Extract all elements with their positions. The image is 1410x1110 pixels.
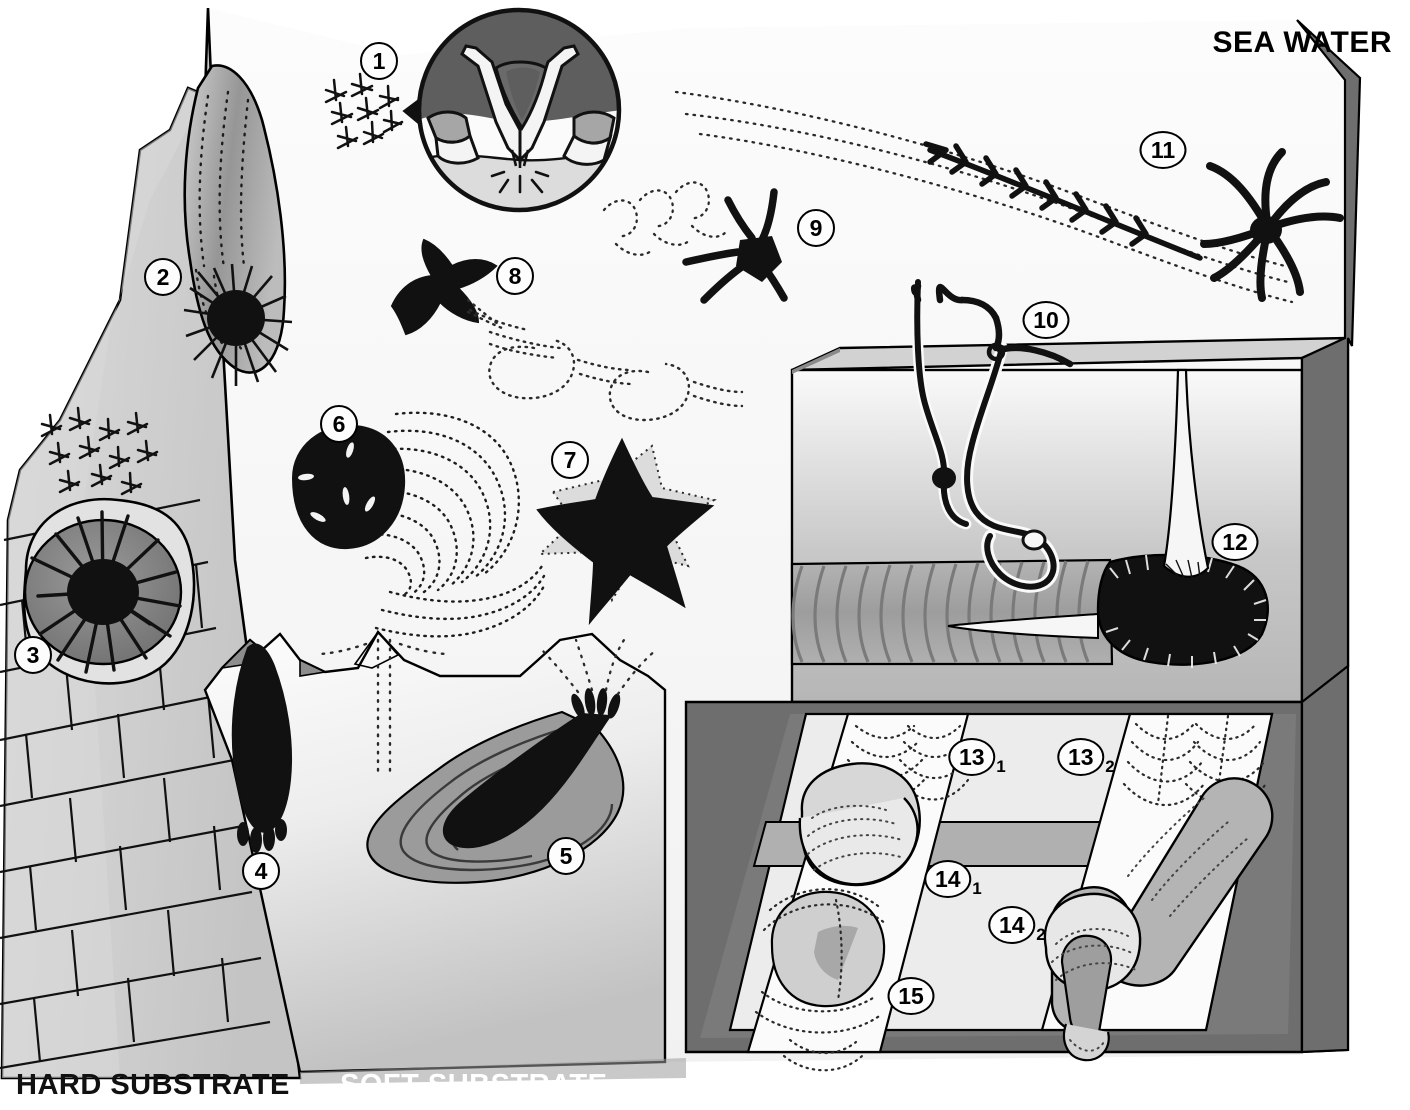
marker-7[interactable]: 7 bbox=[551, 441, 589, 479]
marker-number-8: 8 bbox=[496, 257, 534, 295]
trace-9-brittle-star bbox=[602, 181, 788, 304]
marker-number-12: 12 bbox=[1211, 523, 1259, 561]
marker-number-10: 10 bbox=[1022, 301, 1070, 339]
marker-5[interactable]: 5 bbox=[547, 837, 585, 875]
marker-15[interactable]: 15 bbox=[887, 977, 935, 1015]
marker-number-2: 2 bbox=[144, 258, 182, 296]
marker-number-4: 4 bbox=[242, 852, 280, 890]
marker-number-7: 7 bbox=[551, 441, 589, 479]
marker-number-13b: 13 bbox=[1057, 738, 1105, 776]
marker-4[interactable]: 4 bbox=[242, 852, 280, 890]
marker-10[interactable]: 10 bbox=[1022, 301, 1070, 339]
marker-1[interactable]: 1 bbox=[360, 42, 398, 80]
marker-9[interactable]: 9 bbox=[797, 209, 835, 247]
trace-3-urchin-depression bbox=[22, 497, 196, 685]
marker-3[interactable]: 3 bbox=[14, 636, 52, 674]
marker-subscript-14a: 1 bbox=[972, 879, 982, 898]
trace-8-brittle-star-crawling bbox=[390, 238, 744, 422]
label-sea-water: SEA WATER bbox=[1212, 26, 1392, 59]
marker-number-14b: 14 bbox=[988, 906, 1036, 944]
marker-number-9: 9 bbox=[797, 209, 835, 247]
marker-number-13a: 13 bbox=[948, 738, 996, 776]
marker-number-15: 15 bbox=[887, 977, 935, 1015]
trace-2-urchin-boring bbox=[183, 64, 293, 386]
label-hard-substrate: HARD SUBSTRATE bbox=[16, 1069, 290, 1101]
inset-aristotle-lantern bbox=[416, 7, 622, 213]
marker-subscript-14b: 2 bbox=[1036, 925, 1046, 944]
cucumber-tentacle-crown bbox=[571, 688, 621, 719]
lower-bedding-block bbox=[684, 700, 1304, 1072]
marker-number-1: 1 bbox=[360, 42, 398, 80]
label-soft-substrate: SOFT SUBSTRATE bbox=[340, 1069, 608, 1101]
trace-column-left bbox=[746, 712, 970, 1072]
trace-grazing-scratches-lower bbox=[40, 406, 159, 496]
marker-number-11: 11 bbox=[1139, 131, 1187, 169]
marker-11[interactable]: 11 bbox=[1139, 131, 1187, 169]
trace-4-burrowing-cucumber bbox=[231, 643, 293, 853]
marker-number-5: 5 bbox=[547, 837, 585, 875]
marker-12[interactable]: 12 bbox=[1211, 523, 1259, 561]
trace-7-starfish-resting bbox=[536, 437, 717, 626]
outer-block-edges bbox=[1296, 19, 1362, 1054]
marker-subscript-13a: 1 bbox=[996, 757, 1006, 776]
marker-2[interactable]: 2 bbox=[144, 258, 182, 296]
marker-8[interactable]: 8 bbox=[496, 257, 534, 295]
trace-vertical-dotted-burrow bbox=[316, 638, 450, 777]
trace-10-worm-burrow bbox=[911, 276, 1074, 593]
urchin-body-2 bbox=[183, 263, 293, 386]
trace-11-crinoid-trail bbox=[674, 90, 1344, 304]
trace-1-grazing-scratches bbox=[324, 72, 404, 150]
marker-number-3: 3 bbox=[14, 636, 52, 674]
marker-6[interactable]: 6 bbox=[320, 405, 358, 443]
marker-number-6: 6 bbox=[320, 405, 358, 443]
marker-subscript-13b: 2 bbox=[1105, 757, 1115, 776]
marker-number-14a: 14 bbox=[924, 860, 972, 898]
trace-column-right bbox=[1040, 712, 1274, 1062]
upper-sediment-block bbox=[790, 276, 1350, 705]
